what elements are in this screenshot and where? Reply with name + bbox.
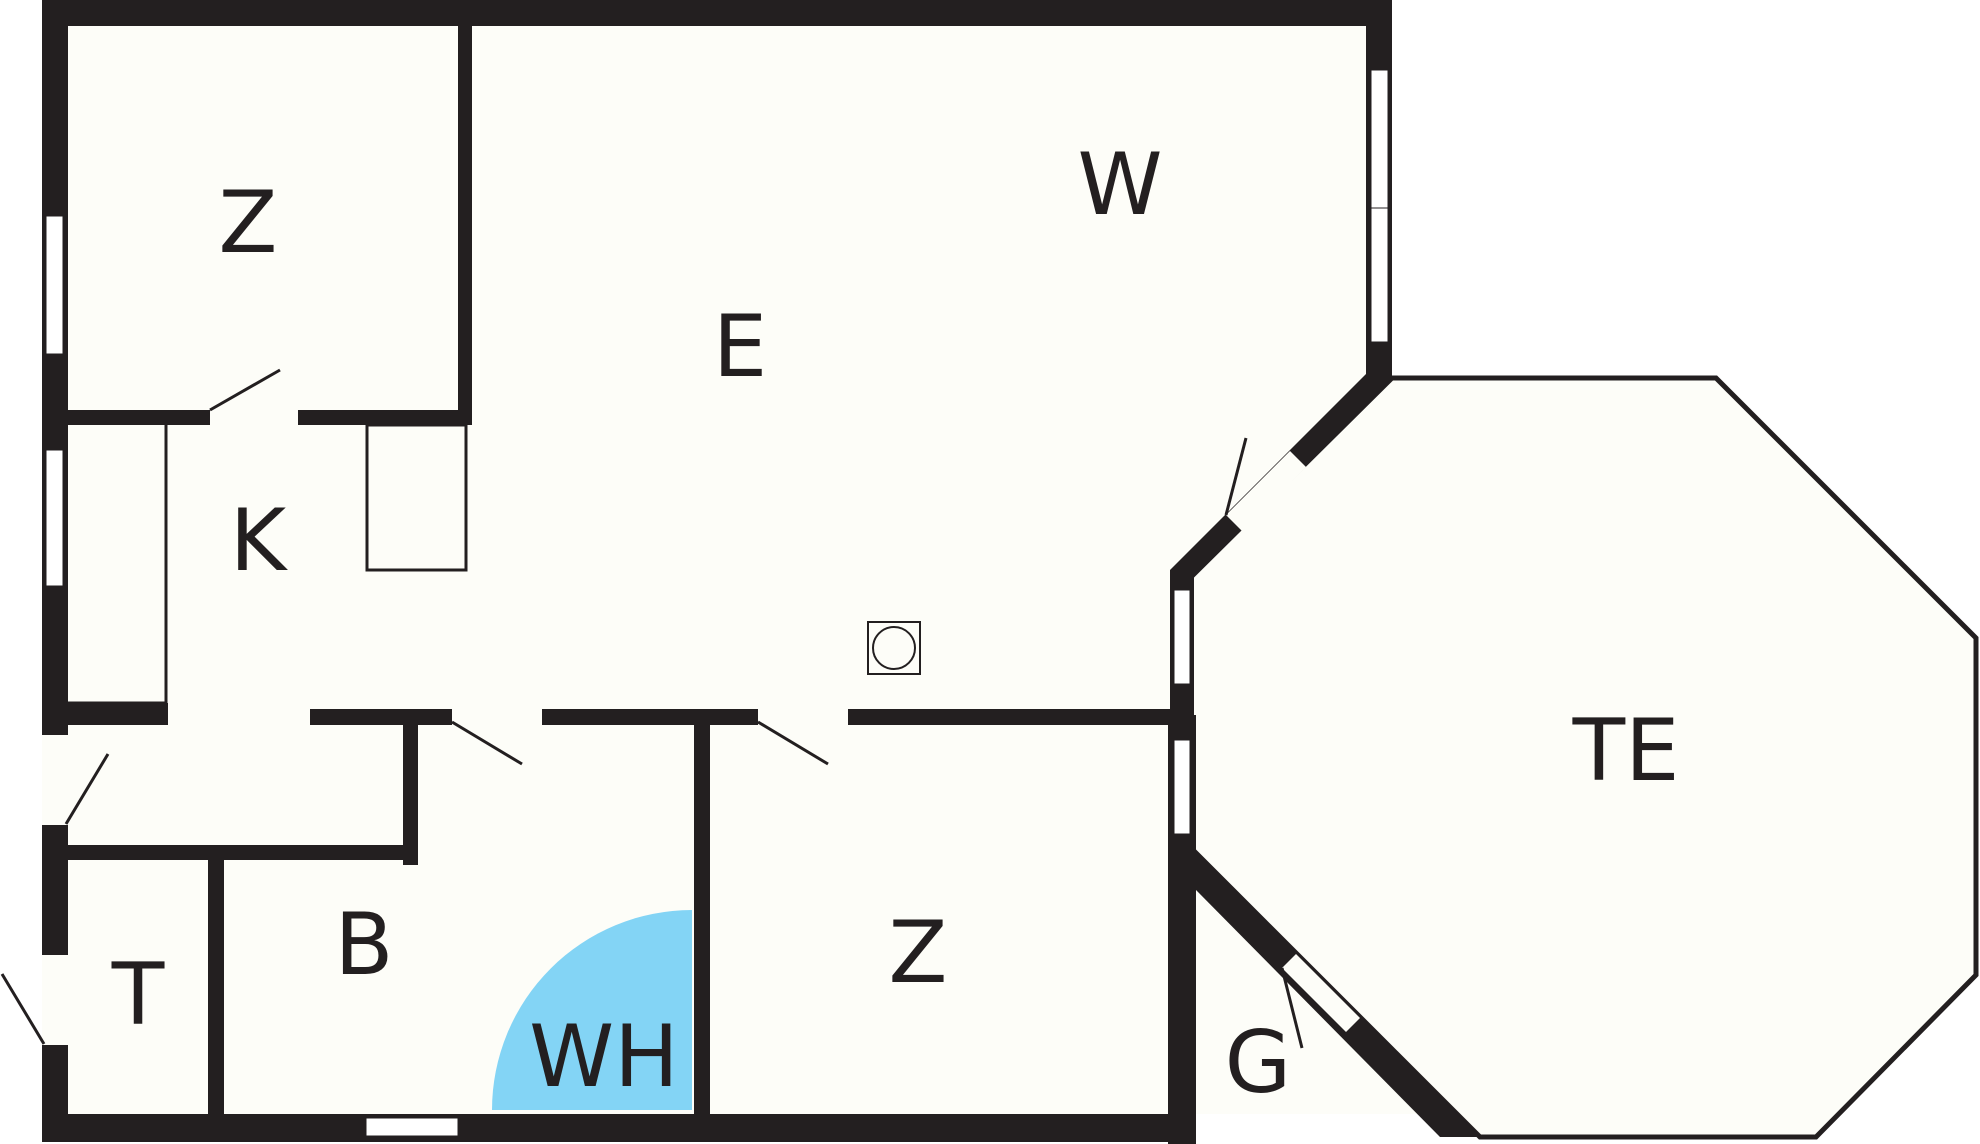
wall-b-hall — [403, 725, 418, 865]
room-label-g: G — [1225, 1013, 1292, 1113]
window-te-2 — [1173, 739, 1191, 835]
room-label-z-top: Z — [219, 173, 278, 273]
wall-z-e — [458, 20, 472, 425]
floor-z-bottom — [710, 725, 1168, 1114]
door-swing-z-bottom — [757, 720, 829, 766]
room-label-t: T — [111, 945, 165, 1045]
door-gap-terrace — [1226, 451, 1306, 531]
door-swing-t — [0, 973, 46, 1045]
wall-g-diagonal — [1196, 850, 1480, 1137]
window-w-right-2 — [1370, 207, 1389, 343]
room-label-wh: WH — [529, 1007, 679, 1107]
floor-z-top — [68, 26, 458, 410]
door-openings — [42, 410, 1360, 1045]
room-label-te: TE — [1572, 701, 1680, 801]
door-gap-t — [42, 955, 68, 1045]
door-gap-z-bottom — [758, 709, 848, 725]
wall-k-bottom-left — [68, 703, 168, 725]
stove-fixture — [867, 621, 921, 675]
window-w-right-1 — [1370, 69, 1389, 209]
room-label-w: W — [1077, 135, 1162, 235]
door-swing-z-top — [209, 368, 281, 412]
wall-corridor-top — [310, 709, 1170, 725]
window-k-left — [45, 449, 64, 587]
door-gap-g — [1282, 954, 1360, 1032]
floor-hall — [68, 725, 403, 845]
hall-opening — [168, 705, 310, 725]
room-label-b: B — [335, 895, 394, 995]
room-label-e: E — [713, 297, 767, 397]
door-gap-b — [452, 709, 542, 725]
room-label-z-bottom: Z — [889, 903, 948, 1003]
floor-b-upper — [418, 725, 694, 865]
windows — [45, 69, 1389, 1137]
wall-b-z — [694, 725, 710, 1120]
door-gap-entry — [42, 735, 68, 825]
floor-t — [68, 860, 208, 1114]
window-te-1 — [1173, 589, 1191, 685]
window-b-bottom — [365, 1117, 459, 1137]
kitchen-counter-left — [68, 425, 168, 705]
door-gap-z-top — [210, 410, 298, 425]
stove-circle — [872, 626, 916, 670]
room-label-k: K — [230, 491, 289, 591]
door-swing-g — [1280, 967, 1304, 1049]
door-swing-entry — [64, 753, 110, 825]
room-labels: Z E W K B T WH Z G TE — [111, 135, 1680, 1113]
wall-t-b — [208, 860, 224, 1120]
door-swings — [0, 368, 1304, 1049]
kitchen-counter-right — [365, 423, 468, 572]
floor-e-w — [68, 26, 1366, 725]
wall-hall-bottom — [68, 845, 418, 860]
kitchen-fixtures — [68, 423, 468, 705]
stove-box — [867, 621, 921, 675]
bath-fixture — [492, 910, 692, 1110]
floor-k-left — [68, 425, 168, 703]
door-swing-b — [451, 720, 523, 766]
door-swing-terrace — [1224, 437, 1248, 516]
window-z-left — [45, 215, 64, 355]
